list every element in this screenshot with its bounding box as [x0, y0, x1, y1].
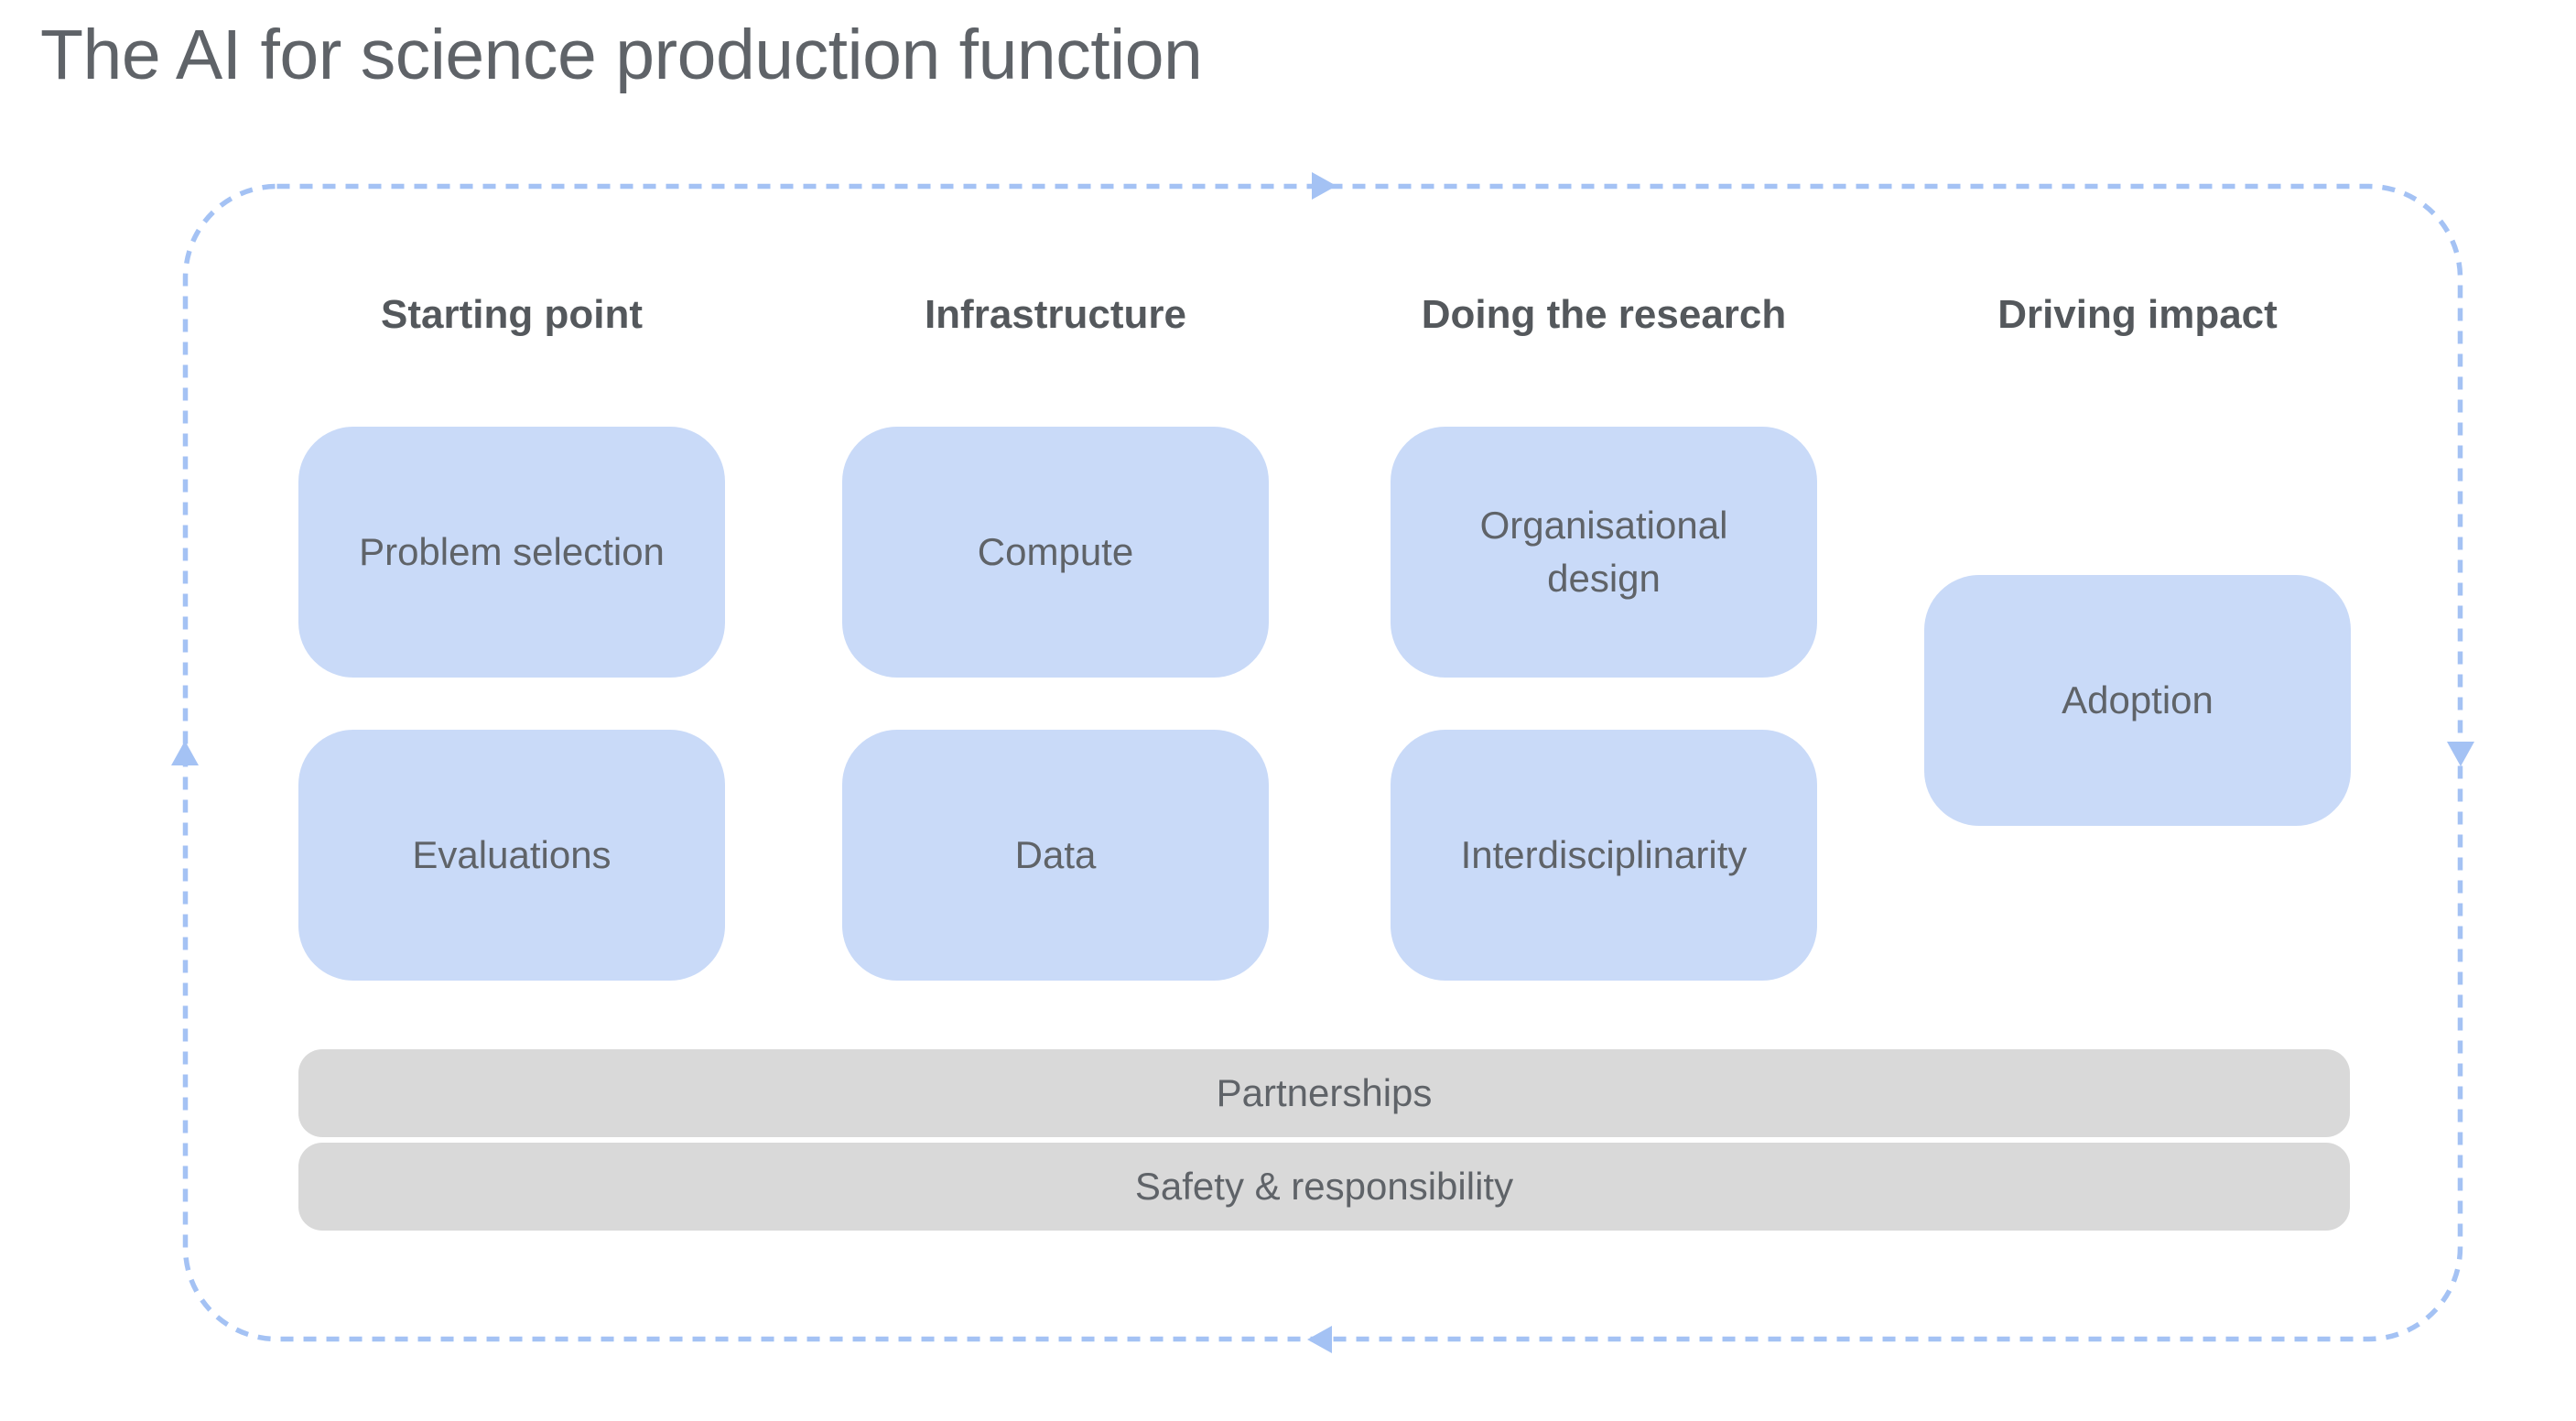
column-header-infrastructure: Infrastructure — [924, 292, 1187, 337]
column-header-doing-the-research: Doing the research — [1421, 292, 1787, 337]
bar-partnerships: Partnerships — [298, 1049, 2350, 1137]
box-interdisciplinarity: Interdisciplinarity — [1391, 730, 1817, 981]
column-header-starting-point: Starting point — [381, 292, 643, 337]
box-adoption: Adoption — [1924, 575, 2351, 826]
bar-safety-responsibility: Safety & responsibility — [298, 1143, 2350, 1231]
flow-arrow-down-icon — [2447, 742, 2474, 766]
box-organisational-design: Organisational design — [1391, 427, 1817, 678]
box-data: Data — [842, 730, 1269, 981]
page-title: The AI for science production function — [40, 16, 1203, 94]
flow-arrow-up-icon — [171, 741, 199, 765]
flow-arrow-left-icon — [1307, 1326, 1332, 1353]
box-evaluations: Evaluations — [298, 730, 725, 981]
column-header-driving-impact: Driving impact — [1997, 292, 2278, 337]
box-compute: Compute — [842, 427, 1269, 678]
flow-arrow-right-icon — [1312, 172, 1337, 200]
box-problem-selection: Problem selection — [298, 427, 725, 678]
